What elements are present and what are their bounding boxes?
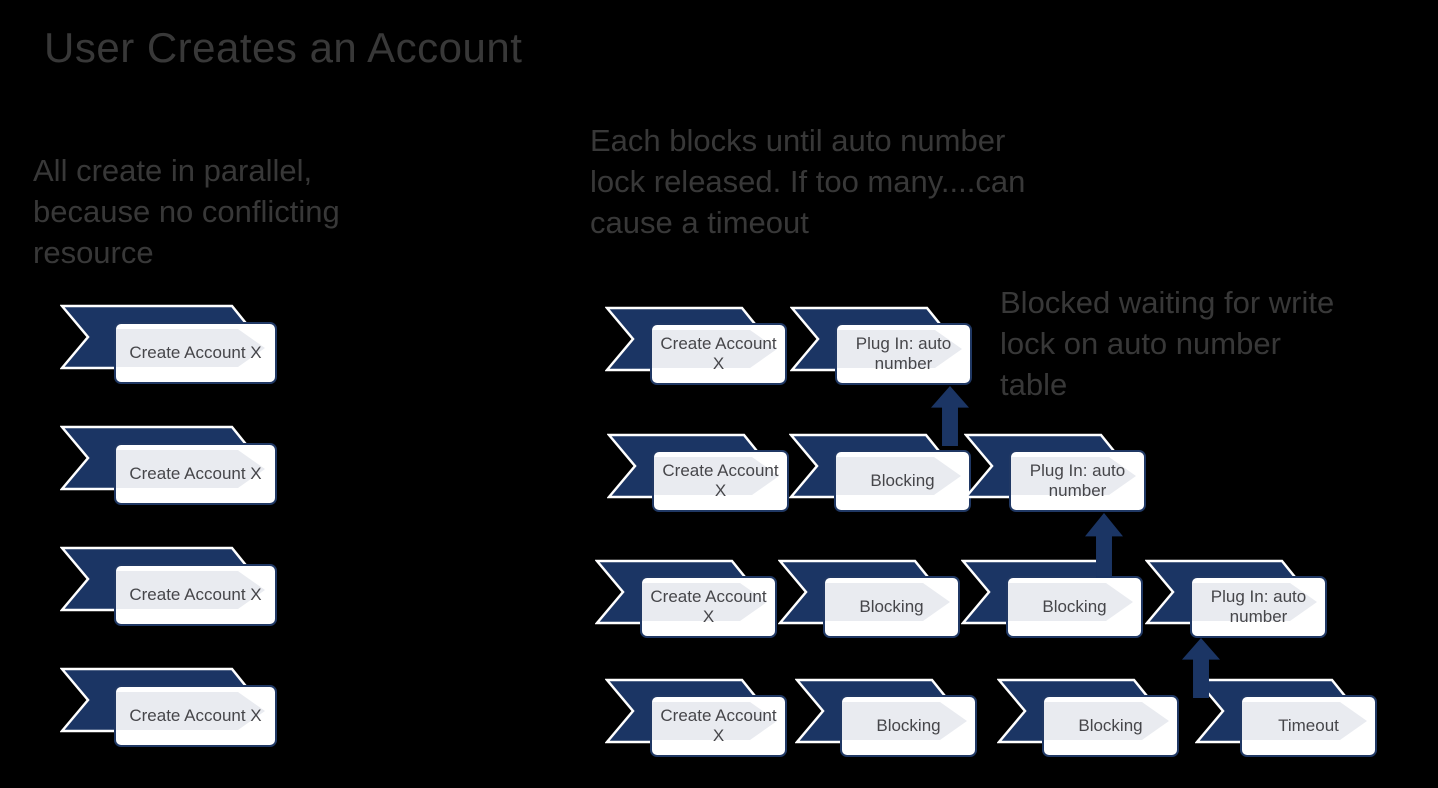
- step-box: Blocking: [834, 450, 971, 512]
- step-label: Create Account X: [129, 343, 262, 363]
- flow-step: Create Account X: [60, 304, 279, 386]
- step-label: Create Account X: [650, 587, 767, 626]
- flow-step: Blocking: [997, 678, 1196, 758]
- step-box: Create Account X: [650, 695, 787, 757]
- step-label: Blocking: [1042, 597, 1107, 617]
- step-label: Blocking: [1078, 716, 1143, 736]
- step-box: Create Account X: [114, 564, 277, 626]
- flow-step: Create Account X: [605, 678, 804, 758]
- right-arrow-fill-icon: [642, 583, 767, 621]
- step-label: Plug In: auto number: [1210, 587, 1307, 626]
- step-box: Timeout: [1240, 695, 1377, 757]
- right-arrow-fill-icon: [1192, 583, 1317, 621]
- step-box: Create Account X: [652, 450, 789, 512]
- right-arrow-fill-icon: [842, 702, 967, 740]
- step-label: Blocking: [870, 471, 935, 491]
- note-line: lock on auto number: [1000, 326, 1281, 361]
- step-box: Create Account X: [640, 576, 777, 638]
- flow-step: Blocking: [789, 433, 988, 513]
- step-box: Create Account X: [114, 322, 277, 384]
- step-box: Plug In: auto number: [1009, 450, 1146, 512]
- step-label: Plug In: auto number: [1029, 461, 1126, 500]
- flow-step: Create Account X: [605, 306, 804, 386]
- flow-step: Timeout: [1195, 678, 1394, 758]
- step-label: Plug In: auto number: [855, 334, 952, 373]
- step-box: Blocking: [823, 576, 960, 638]
- note-line: because no conflicting: [33, 194, 340, 229]
- step-label: Create Account X: [129, 585, 262, 605]
- right-arrow-fill-icon: [652, 702, 777, 740]
- right-arrow-fill-icon: [836, 457, 961, 495]
- right-arrow-fill-icon: [837, 330, 962, 368]
- step-box: Plug In: auto number: [1190, 576, 1327, 638]
- right-arrow-fill-icon: [1044, 702, 1169, 740]
- step-label: Create Account X: [660, 334, 777, 373]
- right-arrow-fill-icon: [652, 330, 777, 368]
- step-box: Blocking: [840, 695, 977, 757]
- step-label: Create Account X: [660, 706, 777, 745]
- right-arrow-fill-icon: [116, 692, 265, 730]
- right-arrow-fill-icon: [1011, 457, 1136, 495]
- step-box: Create Account X: [114, 443, 277, 505]
- step-box: Plug In: auto number: [835, 323, 972, 385]
- slide-title: User Creates an Account: [44, 24, 523, 71]
- note-right: Blocked waiting for write lock on auto n…: [1000, 282, 1334, 405]
- step-label: Blocking: [876, 716, 941, 736]
- right-arrow-fill-icon: [1242, 702, 1367, 740]
- step-label: Blocking: [859, 597, 924, 617]
- step-box: Blocking: [1042, 695, 1179, 757]
- flow-step: Blocking: [795, 678, 994, 758]
- flow-step: Blocking: [778, 559, 977, 639]
- right-arrow-fill-icon: [825, 583, 950, 621]
- right-arrow-fill-icon: [1008, 583, 1133, 621]
- note-center: Each blocks until auto number lock relea…: [590, 120, 1025, 243]
- note-left: All create in parallel, because no confl…: [33, 150, 340, 273]
- right-arrow-fill-icon: [116, 329, 265, 367]
- note-line: Blocked waiting for write: [1000, 285, 1335, 320]
- right-arrow-fill-icon: [116, 571, 265, 609]
- note-line: table: [1000, 367, 1068, 402]
- step-box: Create Account X: [114, 685, 277, 747]
- right-arrow-fill-icon: [116, 450, 265, 488]
- right-arrow-fill-icon: [654, 457, 779, 495]
- flow-step: Create Account X: [607, 433, 806, 513]
- note-line: All create in parallel,: [33, 153, 313, 188]
- note-line: resource: [33, 235, 154, 270]
- flow-step: Create Account X: [60, 667, 279, 749]
- flow-step: Create Account X: [60, 425, 279, 507]
- flow-step: Plug In: auto number: [1145, 559, 1344, 639]
- step-box: Create Account X: [650, 323, 787, 385]
- flow-step: Create Account X: [595, 559, 794, 639]
- flow-step: Create Account X: [60, 546, 279, 628]
- step-label: Create Account X: [662, 461, 779, 500]
- flow-step: Blocking: [961, 559, 1160, 639]
- step-label: Create Account X: [129, 464, 262, 484]
- note-line: Each blocks until auto number: [590, 123, 1006, 158]
- step-label: Timeout: [1278, 716, 1339, 736]
- flow-step: Plug In: auto number: [790, 306, 989, 386]
- note-line: cause a timeout: [590, 205, 809, 240]
- flow-step: Plug In: auto number: [964, 433, 1163, 513]
- step-box: Blocking: [1006, 576, 1143, 638]
- step-label: Create Account X: [129, 706, 262, 726]
- note-line: lock released. If too many....can: [590, 164, 1026, 199]
